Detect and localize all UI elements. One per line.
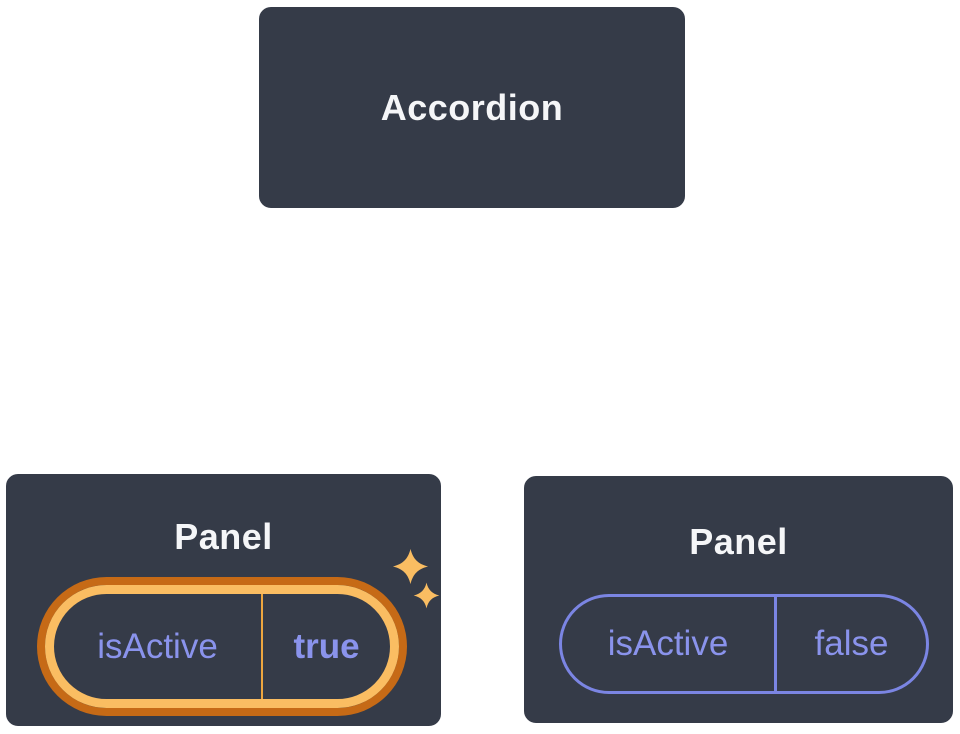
prop-name-label: isActive: [607, 624, 729, 663]
prop-value-label: false: [814, 624, 889, 663]
pill-divider: [774, 597, 777, 691]
sparkle-small-icon: [413, 582, 440, 609]
prop-name-label: isActive: [97, 626, 218, 666]
pill-divider: [261, 594, 263, 699]
prop-pill-inactive: isActive false: [559, 594, 929, 694]
component-node-panel-active: Panel isActive true: [2, 470, 445, 730]
tree-connector-bracket: [218, 341, 737, 472]
tree-connector-stem: [469, 210, 474, 344]
accordion-node-label: Accordion: [380, 86, 564, 128]
panel-node-label: Panel: [174, 516, 273, 557]
component-node-accordion: Accordion: [255, 3, 689, 212]
prop-pill-active: isActive true: [45, 585, 399, 708]
panel-node-label: Panel: [689, 521, 788, 562]
component-node-panel-inactive: Panel isActive false: [520, 472, 957, 727]
prop-value-label: true: [293, 626, 360, 666]
sparkle-large-icon: [392, 548, 429, 585]
